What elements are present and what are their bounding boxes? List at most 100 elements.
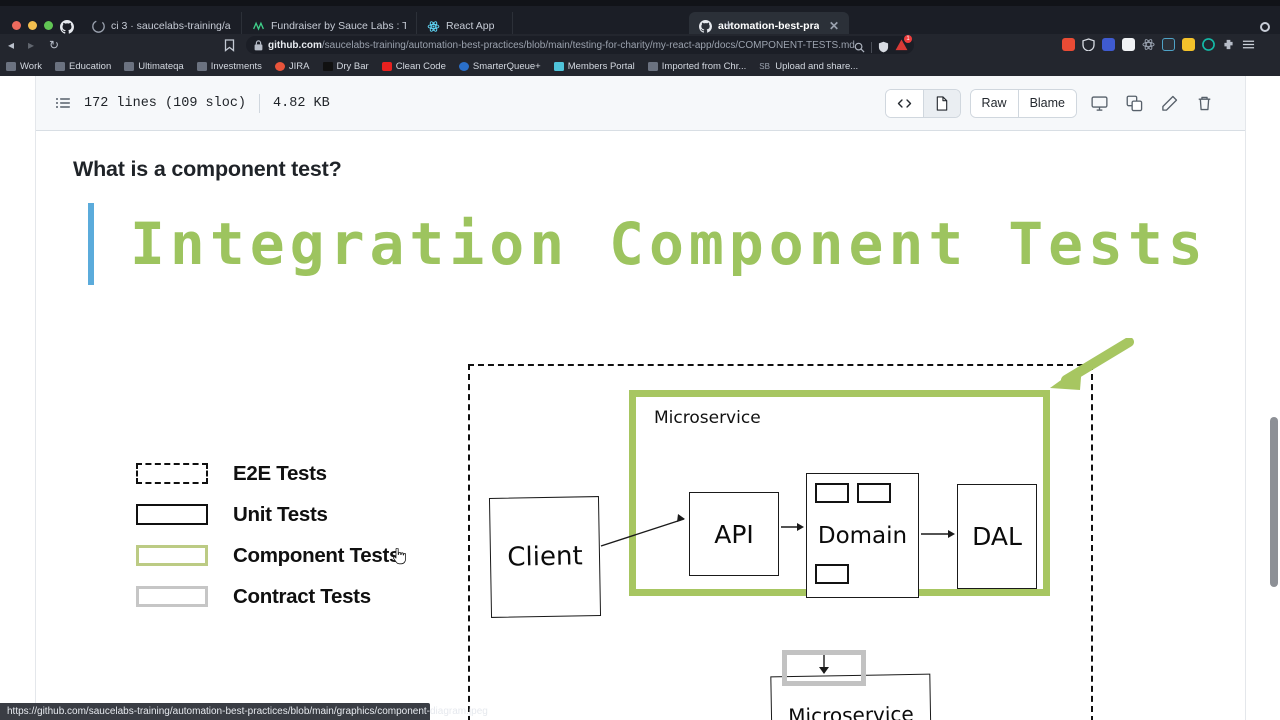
banner-title: Integration Component Tests — [130, 210, 1208, 278]
mouse-cursor-pointer-icon — [393, 548, 406, 565]
maximize-window-button[interactable] — [44, 21, 53, 30]
bookmark-smarterqueue[interactable]: SmarterQueue+ — [458, 61, 541, 72]
bookmark-label: Investments — [210, 60, 262, 72]
bookmark-jira[interactable]: JIRA — [274, 60, 310, 72]
client-box: Client — [488, 496, 602, 618]
file-meta: 172 lines (109 sloc) 4.82 KB — [55, 93, 330, 113]
bookmarks-bar[interactable]: Work Education Ultimateqa Investments JI… — [0, 56, 1280, 76]
folder-icon — [647, 61, 658, 71]
shield-icon[interactable] — [878, 41, 889, 53]
teal-circle-extension-icon[interactable] — [1202, 38, 1215, 51]
close-tab-icon[interactable]: ✕ — [828, 19, 839, 33]
markdown-content: What is a component test? Integration Co… — [36, 131, 1245, 720]
notion-extension-icon[interactable] — [1162, 38, 1175, 51]
back-arrow-icon[interactable]: ◂ — [8, 38, 15, 52]
bookmark-label: JIRA — [288, 60, 310, 72]
bookmark-clean-code[interactable]: Clean Code — [381, 60, 446, 72]
bookmark-work[interactable]: Work — [6, 61, 42, 72]
new-tab-button[interactable]: + — [724, 17, 733, 34]
bookmark-ultimateqa[interactable]: Ultimateqa — [124, 61, 184, 72]
forward-arrow-icon[interactable]: ▸ — [28, 38, 35, 52]
window-controls[interactable] — [12, 21, 53, 30]
reload-icon[interactable]: ↻ — [49, 38, 60, 52]
app-extension-icon[interactable] — [1122, 38, 1135, 51]
file-lines-count: 172 lines (109 sloc) — [84, 95, 247, 111]
warning-triangle-icon[interactable]: 1 — [895, 35, 912, 56]
tab-title: React App — [446, 20, 495, 32]
github-icon — [699, 19, 712, 33]
bookmark-label: Clean Code — [395, 60, 446, 72]
microservice-1-label: Microservice — [654, 408, 761, 428]
status-bar: https://github.com/saucelabs-training/au… — [0, 703, 488, 720]
browser-chrome: ci 3 · saucelabs-training/automation Fun… — [0, 0, 1280, 76]
blame-button[interactable]: Blame — [1018, 89, 1076, 117]
file-actions[interactable]: Raw Blame — [884, 88, 1217, 118]
banner-image[interactable]: Integration Component Tests — [88, 201, 1280, 287]
bookmark-education[interactable]: Education — [55, 61, 111, 72]
legend-item-component: Component Tests — [136, 535, 400, 576]
github-logo-icon — [60, 20, 74, 34]
legend-item-e2e: E2E Tests — [136, 453, 400, 494]
bookmark-dry-bar[interactable]: Dry Bar — [322, 61, 369, 72]
tab-title: ci 3 · saucelabs-training/automation — [111, 20, 231, 32]
domain-subcomponent-2 — [857, 483, 891, 503]
api-box: API — [689, 492, 779, 576]
dal-box: DAL — [957, 484, 1037, 589]
puzzle-extensions-icon[interactable] — [1222, 38, 1235, 51]
close-window-button[interactable] — [12, 21, 21, 30]
extension-icons[interactable] — [1062, 38, 1255, 51]
browser-menu-icon[interactable] — [1242, 38, 1255, 51]
file-header-bar: 172 lines (109 sloc) 4.82 KB — [36, 76, 1245, 131]
raw-blame-group[interactable]: Raw Blame — [969, 88, 1077, 118]
shield-extension-icon[interactable] — [1082, 38, 1095, 51]
page-title: What is a component test? — [73, 157, 342, 181]
view-preview-button[interactable] — [923, 89, 960, 117]
page-scrollbar-track[interactable] — [1267, 152, 1280, 720]
sauce-labs-icon — [253, 21, 264, 31]
open-in-desktop-icon[interactable] — [1086, 90, 1112, 116]
zoom-search-icon[interactable] — [854, 42, 865, 53]
folder-icon — [55, 61, 65, 71]
legend-swatch-green-icon — [136, 545, 208, 566]
copy-icon[interactable] — [1121, 90, 1147, 116]
bookmark-members-portal[interactable]: Members Portal — [553, 61, 635, 72]
tab-strip: ci 3 · saucelabs-training/automation Fun… — [0, 6, 1280, 40]
page-scrollbar-thumb[interactable] — [1270, 417, 1278, 587]
bookmark-label: Work — [20, 60, 42, 72]
tab-fundraiser[interactable]: Fundraiser by Sauce Labs : Testing — [242, 12, 417, 40]
raw-button[interactable]: Raw — [970, 89, 1019, 117]
address-bar-url: github.com/saucelabs-training/automation… — [268, 40, 855, 51]
tab-ci3[interactable]: ci 3 · saucelabs-training/automation — [82, 12, 242, 40]
tab-react-app[interactable]: React App — [417, 12, 513, 40]
client-label: Client — [507, 541, 583, 573]
react-devtools-icon[interactable] — [1142, 38, 1155, 51]
view-code-button[interactable] — [885, 89, 924, 117]
delete-trash-icon[interactable] — [1191, 90, 1217, 116]
clipboard-extension-icon[interactable] — [1062, 38, 1075, 51]
address-bar[interactable]: github.com/saucelabs-training/automation… — [246, 35, 914, 56]
bookmark-investments[interactable]: Investments — [196, 60, 262, 72]
legend-label: Contract Tests — [233, 584, 371, 608]
component-diagram[interactable]: Microservice Client API Domain DAL — [468, 338, 1134, 720]
meta-divider — [259, 93, 261, 113]
yellow-note-extension-icon[interactable] — [1182, 38, 1195, 51]
window-title-strip — [0, 0, 1280, 10]
e2e-scope-boundary — [468, 364, 1093, 720]
folder-icon — [6, 61, 16, 71]
bookmark-imported-from-chrome[interactable]: Imported from Chr... — [647, 61, 746, 72]
list-unordered-icon[interactable] — [55, 95, 71, 111]
tab-title: automation-best-practices/CO — [718, 20, 819, 32]
code-icon — [897, 98, 911, 108]
domain-label: Domain — [817, 522, 908, 549]
edit-pencil-icon[interactable] — [1156, 90, 1182, 116]
window-extra-button[interactable] — [1260, 22, 1270, 32]
lock-icon — [254, 39, 263, 50]
drybar-icon — [322, 61, 333, 71]
bookmark-icon[interactable] — [224, 39, 235, 52]
domain-subcomponent-1 — [815, 483, 849, 503]
star-burst-extension-icon[interactable] — [1102, 38, 1115, 51]
annotation-arrow-icon — [1050, 338, 1134, 390]
view-mode-toggle[interactable] — [884, 88, 961, 118]
minimize-window-button[interactable] — [28, 21, 37, 30]
